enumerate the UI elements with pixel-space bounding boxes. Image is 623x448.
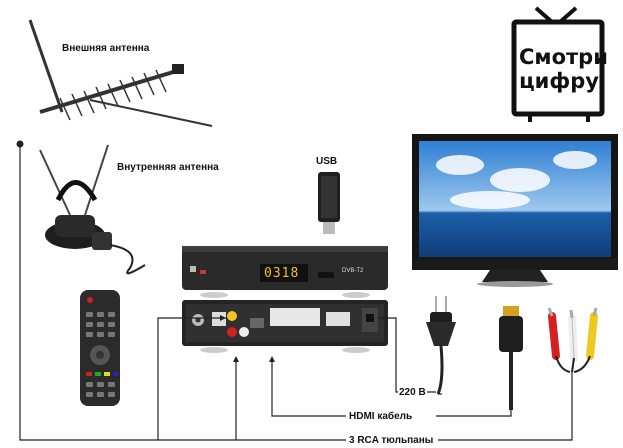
receiver-front-icon: [182, 246, 388, 298]
logo-tv-icon: [511, 6, 605, 122]
usb-flash-drive-icon: [318, 172, 340, 234]
power-label: 220 В: [398, 387, 427, 398]
logo-line-2: цифру: [519, 69, 599, 93]
receiver-display: 0318: [264, 266, 300, 281]
logo-text: Смотри цифру: [519, 45, 608, 93]
usb-label: USB: [316, 156, 338, 167]
power-plug-icon: [426, 296, 456, 395]
rca-connector-icon: [547, 307, 598, 373]
receiver-brand: DVB-T2: [342, 268, 364, 274]
indoor-antenna-icon: [39, 144, 146, 275]
remote-control-icon: [80, 290, 120, 406]
indoor-antenna-label: Внутренняя антенна: [117, 162, 219, 173]
rca-cable-label: 3 RCA тюльпаны: [348, 435, 435, 446]
tv-icon: [412, 134, 618, 287]
hdmi-cable-label: HDMI кабель: [348, 411, 414, 422]
arrowheads: [220, 315, 386, 362]
receiver-back-icon: [182, 300, 388, 353]
outdoor-antenna-label: Внешняя антенна: [62, 43, 150, 54]
connection-lines: [19, 144, 573, 441]
logo-line-1: Смотри: [519, 45, 608, 69]
antenna-connection-dot: [16, 140, 24, 148]
outdoor-antenna-icon: [28, 19, 213, 127]
hdmi-connector-icon: [499, 306, 523, 410]
